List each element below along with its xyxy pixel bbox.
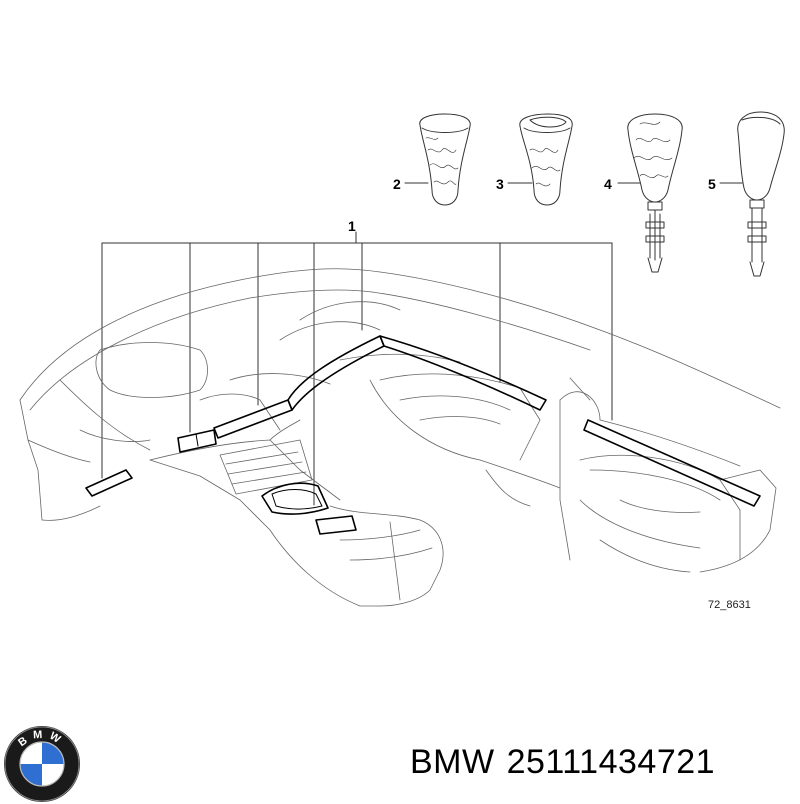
part-number: 25111434721 xyxy=(506,743,716,781)
gear-knob-4 xyxy=(627,113,683,273)
bmw-logo: BMW xyxy=(4,726,80,802)
gear-knob-3 xyxy=(519,113,573,206)
trim-strips xyxy=(85,335,761,535)
callout-1-leaders xyxy=(101,231,613,506)
part-caption: BMW 25111434721 xyxy=(410,742,715,782)
brand-name: BMW xyxy=(410,743,495,781)
gear-knob-2 xyxy=(419,113,471,206)
callout-1: 1 xyxy=(348,218,356,234)
dashboard-outline xyxy=(19,268,781,607)
callout-3: 3 xyxy=(496,176,504,192)
callout-5: 5 xyxy=(708,176,716,192)
callout-4: 4 xyxy=(604,176,612,192)
callout-2: 2 xyxy=(393,176,401,192)
gear-knob-5 xyxy=(737,111,785,277)
drawing-id: 72_8631 xyxy=(708,599,751,611)
